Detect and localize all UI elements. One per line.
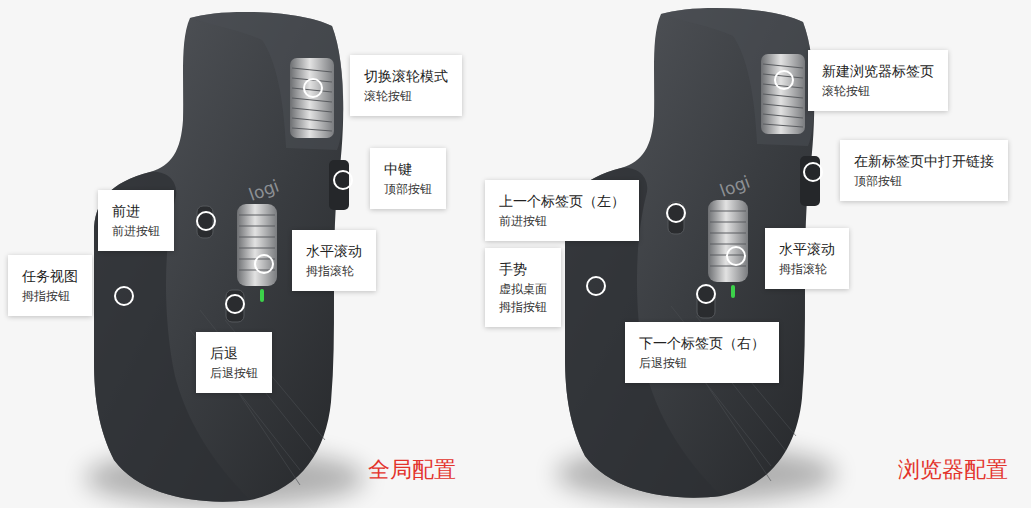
mouse-global xyxy=(85,12,365,506)
callout-detail: 顶部按钮 xyxy=(854,172,994,190)
callout-box: 水平滚动拇指滚轮 xyxy=(765,228,849,289)
hotspot-circle xyxy=(804,163,822,181)
hotspot-circle xyxy=(727,247,745,265)
callout-detail: 顶部按钮 xyxy=(384,180,432,198)
hotspot-circle xyxy=(775,71,793,89)
callout-heading: 水平滚动 xyxy=(306,241,362,262)
callout-detail: 拇指按钮 xyxy=(499,298,547,316)
callout-detail: 后退按钮 xyxy=(210,364,258,382)
callout-heading: 下一个标签页（右） xyxy=(639,333,765,354)
panel-caption: 全局配置 xyxy=(368,455,456,485)
hotspot-circle xyxy=(667,204,685,222)
callout-box: 在新标签页中打开链接顶部按钮 xyxy=(840,140,1008,201)
callout-heading: 前进 xyxy=(112,201,160,222)
callout-detail: 拇指按钮 xyxy=(22,287,78,305)
callout-box: 前进前进按钮 xyxy=(98,190,174,251)
hotspot-circle xyxy=(255,255,273,273)
panel-caption: 浏览器配置 xyxy=(898,455,1008,485)
mouse-browser xyxy=(556,8,836,502)
callout-detail: 滚轮按钮 xyxy=(822,82,934,100)
callout-box: 新建浏览器标签页滚轮按钮 xyxy=(808,50,948,111)
hotspot-circle xyxy=(587,277,605,295)
hotspot-circle xyxy=(334,171,352,189)
callout-heading: 切换滚轮模式 xyxy=(364,66,448,87)
callout-heading: 手势 xyxy=(499,259,547,280)
callout-detail: 后退按钮 xyxy=(639,354,765,372)
hotspot-circle xyxy=(304,79,322,97)
callout-detail: 滚轮按钮 xyxy=(364,87,448,105)
callout-heading: 新建浏览器标签页 xyxy=(822,61,934,82)
callout-box: 上一个标签页（左）前进按钮 xyxy=(485,180,639,241)
callout-detail: 前进按钮 xyxy=(112,222,160,240)
callout-detail: 虚拟桌面 xyxy=(499,280,547,298)
callout-heading: 水平滚动 xyxy=(779,239,835,260)
callout-box: 手势虚拟桌面拇指按钮 xyxy=(485,248,561,327)
callout-heading: 后退 xyxy=(210,343,258,364)
callout-box: 切换滚轮模式滚轮按钮 xyxy=(350,55,462,116)
callout-box: 任务视图拇指按钮 xyxy=(8,255,92,316)
callout-detail: 前进按钮 xyxy=(499,212,625,230)
callout-heading: 中键 xyxy=(384,159,432,180)
callout-box: 水平滚动拇指滚轮 xyxy=(292,230,376,291)
hotspot-circle xyxy=(226,295,244,313)
callout-box: 后退后退按钮 xyxy=(196,332,272,393)
hotspot-circles xyxy=(115,71,822,313)
hotspot-circle xyxy=(197,212,215,230)
hotspot-circle xyxy=(115,287,133,305)
callout-detail: 拇指滚轮 xyxy=(306,262,362,280)
callout-detail: 拇指滚轮 xyxy=(779,260,835,278)
callout-heading: 在新标签页中打开链接 xyxy=(854,151,994,172)
callout-box: 中键顶部按钮 xyxy=(370,148,446,209)
callout-heading: 任务视图 xyxy=(22,266,78,287)
callout-box: 下一个标签页（右）后退按钮 xyxy=(625,322,779,383)
hotspot-circle xyxy=(697,285,715,303)
callout-heading: 上一个标签页（左） xyxy=(499,191,625,212)
